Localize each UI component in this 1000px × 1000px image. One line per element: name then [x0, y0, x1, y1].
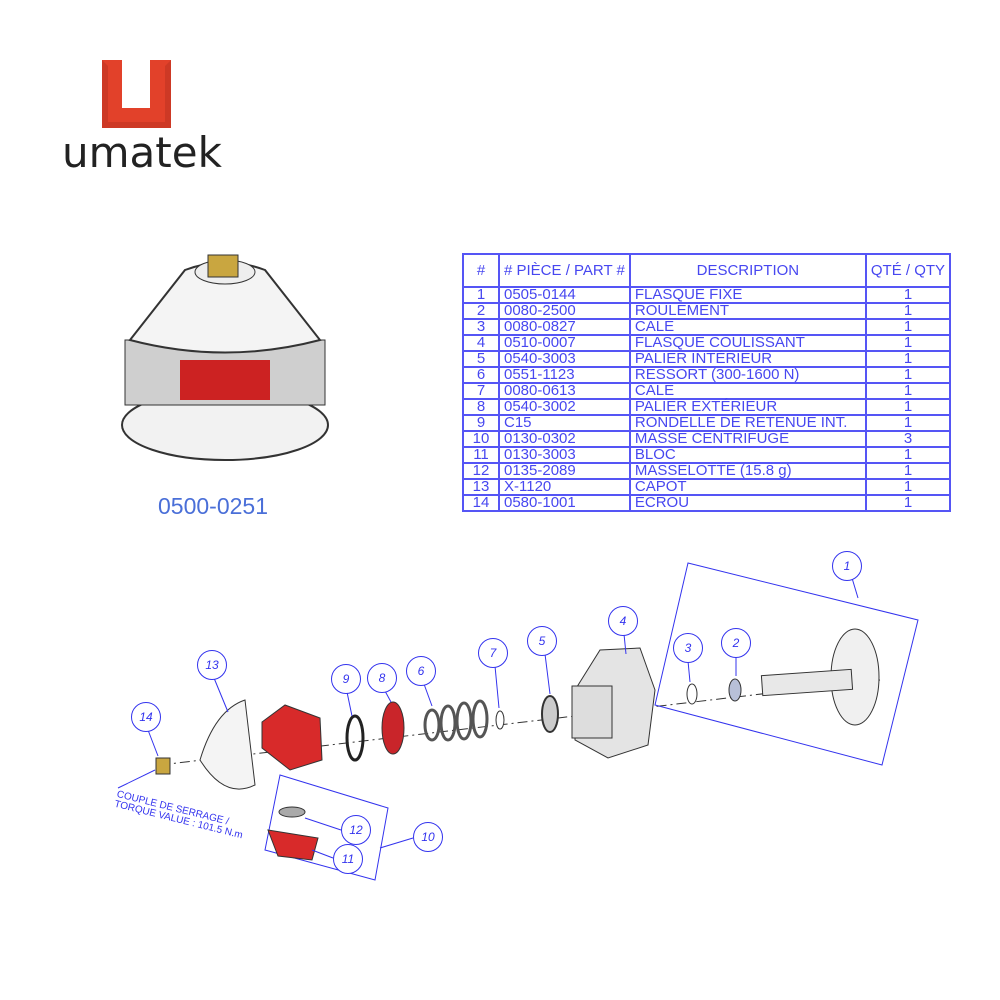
- cell-qty: 1: [864, 350, 952, 368]
- balloon-12: 12: [341, 815, 371, 845]
- balloon-11: 11: [333, 844, 363, 874]
- cell-qty: 1: [864, 302, 952, 320]
- col-part: # PIÈCE / PART #: [498, 253, 631, 288]
- cell-part: X-1120: [498, 478, 631, 496]
- cell-description: ROULEMENT: [628, 302, 867, 320]
- balloon-10: 10: [413, 822, 443, 852]
- balloon-13: 13: [197, 650, 227, 680]
- cell-number: 1: [462, 286, 500, 304]
- cell-qty: 1: [864, 382, 952, 400]
- cell-number: 6: [462, 366, 500, 384]
- cell-part: 0551-1123: [498, 366, 631, 384]
- cell-number: 3: [462, 318, 500, 336]
- balloon-14: 14: [131, 702, 161, 732]
- cell-description: ÉCROU: [628, 494, 867, 512]
- balloon-4: 4: [608, 606, 638, 636]
- balloon-3: 3: [673, 633, 703, 663]
- balloon-2: 2: [721, 628, 751, 658]
- cell-qty: 1: [864, 366, 952, 384]
- cell-number: 2: [462, 302, 500, 320]
- cell-number: 9: [462, 414, 500, 432]
- cell-description: CALE: [628, 382, 867, 400]
- cell-part: 0505-0144: [498, 286, 631, 304]
- cell-number: 14: [462, 494, 500, 512]
- table-header: # # PIÈCE / PART # DESCRIPTION QTÉ / QTY: [462, 253, 952, 288]
- cell-part: 0080-0613: [498, 382, 631, 400]
- cell-part: 0540-3003: [498, 350, 631, 368]
- cell-description: MASSELOTTE (15.8 g): [628, 462, 867, 480]
- cell-number: 10: [462, 430, 500, 448]
- cell-part: 0135-2089: [498, 462, 631, 480]
- balloon-8: 8: [367, 663, 397, 693]
- cell-qty: 1: [864, 334, 952, 352]
- cell-number: 8: [462, 398, 500, 416]
- balloon-5: 5: [527, 626, 557, 656]
- cell-number: 11: [462, 446, 500, 464]
- balloon-1: 1: [832, 551, 862, 581]
- col-number: #: [462, 253, 500, 288]
- logo-u-icon: [102, 60, 171, 128]
- cell-part: 0130-3003: [498, 446, 631, 464]
- cell-part: C15: [498, 414, 631, 432]
- cell-description: PALIER EXTÉRIEUR: [628, 398, 867, 416]
- cell-qty: 3: [864, 430, 952, 448]
- cell-part: 0080-0827: [498, 318, 631, 336]
- cell-description: RONDELLE DE RETENUE INT.: [628, 414, 867, 432]
- cell-qty: 1: [864, 318, 952, 336]
- cell-description: BLOC: [628, 446, 867, 464]
- cell-number: 4: [462, 334, 500, 352]
- cell-qty: 1: [864, 494, 952, 512]
- product-part-number: 0500-0251: [158, 493, 268, 519]
- cell-part: 0080-2500: [498, 302, 631, 320]
- product-image: [121, 254, 329, 461]
- cell-qty: 1: [864, 446, 952, 464]
- cell-number: 12: [462, 462, 500, 480]
- cell-part: 0540-3002: [498, 398, 631, 416]
- cell-description: RESSORT (300-1600 N): [628, 366, 867, 384]
- cell-description: MASSE CENTRIFUGE: [628, 430, 867, 448]
- col-qty: QTÉ / QTY: [864, 253, 952, 288]
- cell-number: 7: [462, 382, 500, 400]
- cell-description: FLASQUE FIXE: [628, 286, 867, 304]
- brand-logo: umatek: [62, 128, 222, 177]
- balloon-9: 9: [331, 664, 361, 694]
- cell-qty: 1: [864, 414, 952, 432]
- cell-part: 0580-1001: [498, 494, 631, 512]
- cell-description: CALE: [628, 318, 867, 336]
- col-description: DESCRIPTION: [628, 253, 867, 288]
- cell-part: 0130-0302: [498, 430, 631, 448]
- bill-of-materials: # # PIÈCE / PART # DESCRIPTION QTÉ / QTY…: [462, 253, 952, 512]
- cell-qty: 1: [864, 462, 952, 480]
- cell-description: FLASQUE COULISSANT: [628, 334, 867, 352]
- balloon-7: 7: [478, 638, 508, 668]
- cell-description: PALIER INTÉRIEUR: [628, 350, 867, 368]
- cell-description: CAPOT: [628, 478, 867, 496]
- cell-qty: 1: [864, 398, 952, 416]
- cell-number: 5: [462, 350, 500, 368]
- cell-part: 0510-0007: [498, 334, 631, 352]
- cell-qty: 1: [864, 478, 952, 496]
- balloon-6: 6: [406, 656, 436, 686]
- cell-qty: 1: [864, 286, 952, 304]
- cell-number: 13: [462, 478, 500, 496]
